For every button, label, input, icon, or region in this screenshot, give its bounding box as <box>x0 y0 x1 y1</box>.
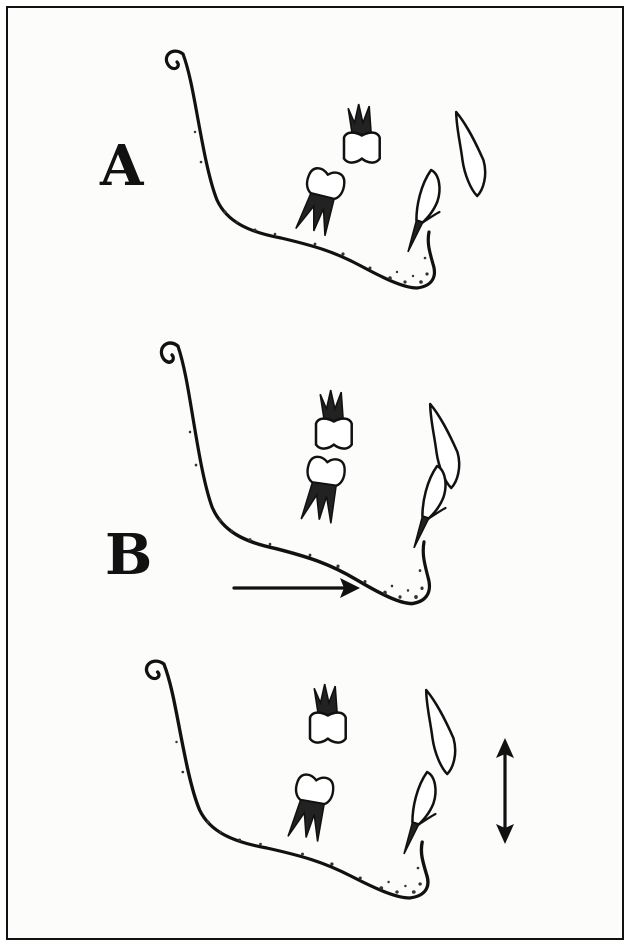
panel-c-lower-molar <box>287 773 335 843</box>
panel-c-upper-incisor <box>426 690 455 774</box>
panel-b-upper-molar <box>316 390 352 449</box>
panel-b-lower-molar <box>301 456 347 525</box>
panel-a-upper-incisor <box>456 112 485 196</box>
panel-a-upper-molar <box>344 104 380 163</box>
panel-b-mandible <box>161 343 429 604</box>
horizontal-arrow-right-icon <box>234 578 360 598</box>
panel-c-upper-molar <box>310 684 346 743</box>
panel-c-lower-incisor <box>404 772 436 854</box>
panel-c-mandible <box>146 661 427 898</box>
panel-a-lower-incisor <box>408 170 440 252</box>
panel-a-lower-molar <box>295 166 346 237</box>
panel-b-lower-incisor <box>414 466 446 548</box>
vertical-double-arrow-icon <box>496 738 514 844</box>
panel-a-mandible <box>166 51 434 288</box>
